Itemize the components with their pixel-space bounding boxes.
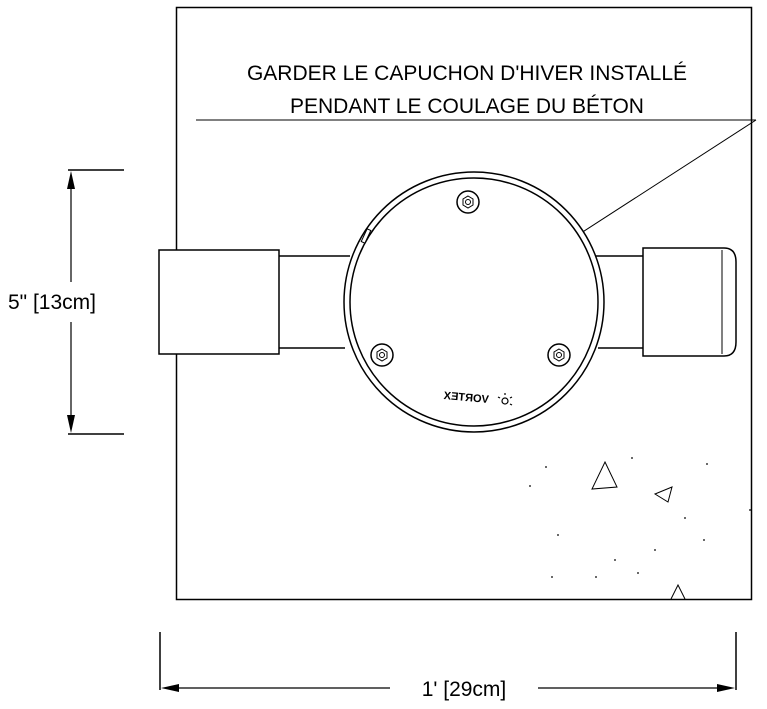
bolt-top bbox=[456, 190, 480, 214]
note-line-1: GARDER LE CAPUCHON D'HIVER INSTALLÉ bbox=[247, 62, 687, 85]
winter-cap bbox=[642, 247, 737, 357]
dim-width-label: 1' [29cm] bbox=[422, 678, 507, 701]
concrete-aggregate bbox=[591, 460, 686, 600]
note-line-2: PENDANT LE COULAGE DU BÉTON bbox=[290, 95, 644, 118]
dim-height-arrow-top bbox=[67, 171, 75, 189]
dim-height-label: 5" [13cm] bbox=[8, 291, 96, 314]
lid-inner-ring bbox=[349, 177, 599, 427]
dim-height-arrow-bottom bbox=[67, 415, 75, 433]
dim-width-arrow-left bbox=[161, 684, 179, 692]
concrete-dots bbox=[529, 457, 751, 578]
lid-outer-ring bbox=[343, 171, 605, 433]
vortex-logo-text: VORTEX bbox=[443, 390, 490, 406]
vortex-logo-mark bbox=[497, 393, 513, 406]
lid-notch bbox=[360, 228, 372, 244]
dim-width-arrow-right bbox=[717, 684, 735, 692]
bolt-left bbox=[370, 343, 394, 367]
bolt-right bbox=[547, 343, 571, 367]
left-sleeve bbox=[158, 249, 280, 355]
vortex-logo: VORTEX bbox=[443, 390, 490, 406]
